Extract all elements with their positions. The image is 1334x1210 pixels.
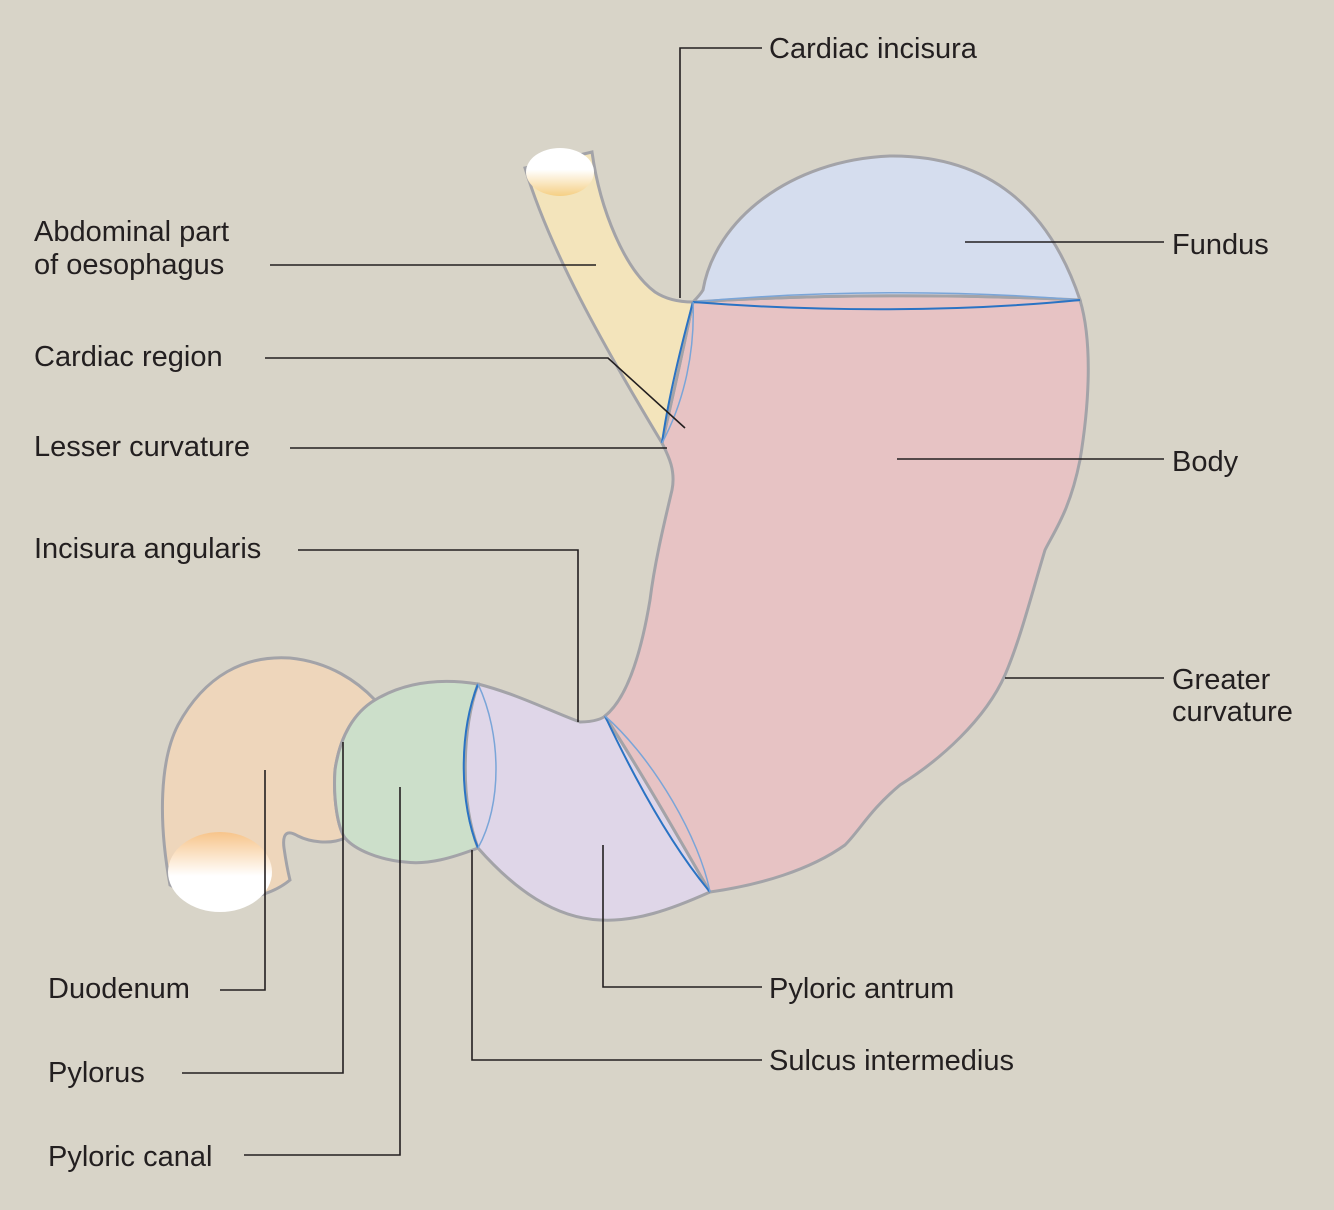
sulcus-boundary-front <box>462 683 479 849</box>
duodenum-cut-end <box>168 832 272 912</box>
fundus-body-boundary-front <box>692 299 1081 311</box>
body-region <box>603 294 1090 894</box>
label-lesser-curvature: Lesser curvature <box>34 431 250 463</box>
leader-pyloric-antrum <box>602 845 762 988</box>
leader-cardiac-incisura <box>679 47 762 298</box>
oesophagus-region <box>523 150 695 447</box>
antrum-body-boundary-front <box>604 715 711 893</box>
label-duodenum: Duodenum <box>48 973 190 1005</box>
leader-duodenum <box>220 770 266 991</box>
label-greater-curvature-line1: Greater <box>1172 664 1271 696</box>
label-fundus: Fundus <box>1172 229 1269 261</box>
oesophagus-cut-end <box>526 148 594 196</box>
label-body: Body <box>1172 446 1239 478</box>
label-pylorus: Pylorus <box>48 1057 145 1089</box>
label-sulcus-intermedius: Sulcus intermedius <box>769 1045 1014 1077</box>
label-incisura-angularis: Incisura angularis <box>34 533 261 565</box>
leader-incisura-angularis <box>298 549 579 722</box>
sulcus-boundary-back <box>477 683 497 849</box>
leader-pyloric-canal <box>244 787 401 1156</box>
label-abdominal-part-line1: Abdominal part <box>34 216 229 248</box>
fundus-body-boundary-back <box>692 292 1081 303</box>
cardiac-boundary-back <box>661 301 694 444</box>
leader-cardiac-region <box>265 357 686 429</box>
label-cardiac-region: Cardiac region <box>34 341 223 373</box>
leader-pylorus <box>182 742 344 1074</box>
label-greater-curvature-line2: curvature <box>1172 696 1293 728</box>
label-pyloric-canal: Pyloric canal <box>48 1141 212 1173</box>
antrum-body-boundary-back <box>604 715 711 893</box>
label-cardiac-incisura: Cardiac incisura <box>769 33 978 65</box>
leader-sulcus-intermedius <box>471 850 762 1061</box>
cardiac-boundary-front <box>661 301 694 444</box>
label-pyloric-antrum: Pyloric antrum <box>769 973 954 1005</box>
label-abdominal-part-line2: of oesophagus <box>34 249 224 281</box>
